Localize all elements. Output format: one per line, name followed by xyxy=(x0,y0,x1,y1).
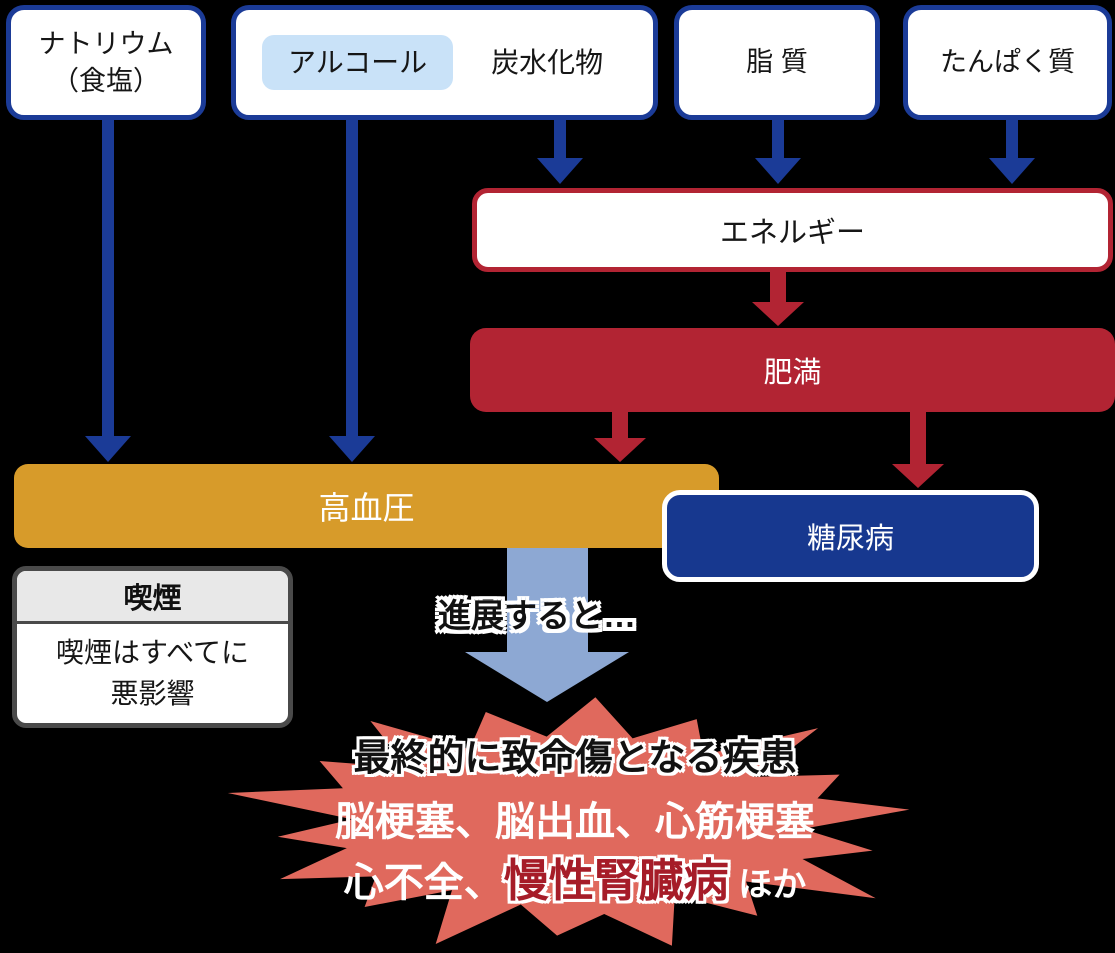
fatal-diseases-line1: 脳梗塞、脳出血、心筋梗塞 xyxy=(335,800,815,844)
box-protein: たんぱく質 xyxy=(903,5,1112,120)
burst-shape xyxy=(227,697,910,946)
fatal-diseases-heading: 最終的に致命傷となる疾患 xyxy=(353,737,797,778)
chronic-kidney-disease-highlight: 慢性腎臓病 xyxy=(503,855,729,906)
sodium-label: ナトリウム （食塩） xyxy=(39,26,174,99)
energy-label: エネルギー xyxy=(719,217,865,249)
protein-label: たんぱく質 xyxy=(940,47,1075,78)
arrow-fat-to-energy xyxy=(755,120,801,184)
diabetes-label: 糖尿病 xyxy=(806,523,894,555)
box-sodium: ナトリウム （食塩） xyxy=(6,5,206,120)
carbohydrate-label: 炭水化物 xyxy=(491,46,604,78)
arrow-alcohol-to-hypertension xyxy=(329,120,375,462)
fatal-diseases-line2-suffix: ほか xyxy=(728,866,807,904)
progression-big-arrow xyxy=(465,548,629,702)
arrow-carbohydrate-to-energy xyxy=(537,120,583,184)
hypertension-label: 高血圧 xyxy=(318,490,415,526)
arrow-energy-to-obesity xyxy=(752,272,804,326)
arrow-sodium-to-hypertension xyxy=(85,120,131,462)
box-diabetes: 糖尿病 xyxy=(662,490,1039,582)
fatal-diseases-line2-prefix: 心不全、 xyxy=(343,861,504,905)
smoking-note-line1: 喫煙はすべてに xyxy=(56,636,249,668)
sodium-line2: （食塩） xyxy=(52,65,160,96)
sodium-line1: ナトリウム xyxy=(38,29,174,60)
box-smoking: 喫煙 喫煙はすべてに 悪影響 xyxy=(12,566,293,728)
arrow-protein-to-energy xyxy=(989,120,1035,184)
box-alcohol-carbohydrate: アルコール 炭水化物 xyxy=(231,5,658,120)
progression-label: 進展すると… xyxy=(438,597,636,634)
smoking-title: 喫煙 xyxy=(17,571,288,624)
arrow-obesity-to-hypertension xyxy=(594,412,646,462)
obesity-label: 肥満 xyxy=(763,357,822,389)
fat-label: 脂 質 xyxy=(746,47,808,78)
arrow-obesity-to-diabetes xyxy=(892,412,944,488)
box-obesity: 肥満 xyxy=(470,328,1115,412)
smoking-note-line2: 悪影響 xyxy=(110,677,195,709)
box-fat: 脂 質 xyxy=(674,5,880,120)
fatal-diseases-line2: 心不全、慢性腎臓病 ほか xyxy=(215,844,935,909)
smoking-note: 喫煙はすべてに 悪影響 xyxy=(17,624,288,723)
alcohol-highlight-label: アルコール xyxy=(262,34,454,91)
box-hypertension: 高血圧 xyxy=(14,464,719,548)
box-energy: エネルギー xyxy=(472,188,1113,272)
